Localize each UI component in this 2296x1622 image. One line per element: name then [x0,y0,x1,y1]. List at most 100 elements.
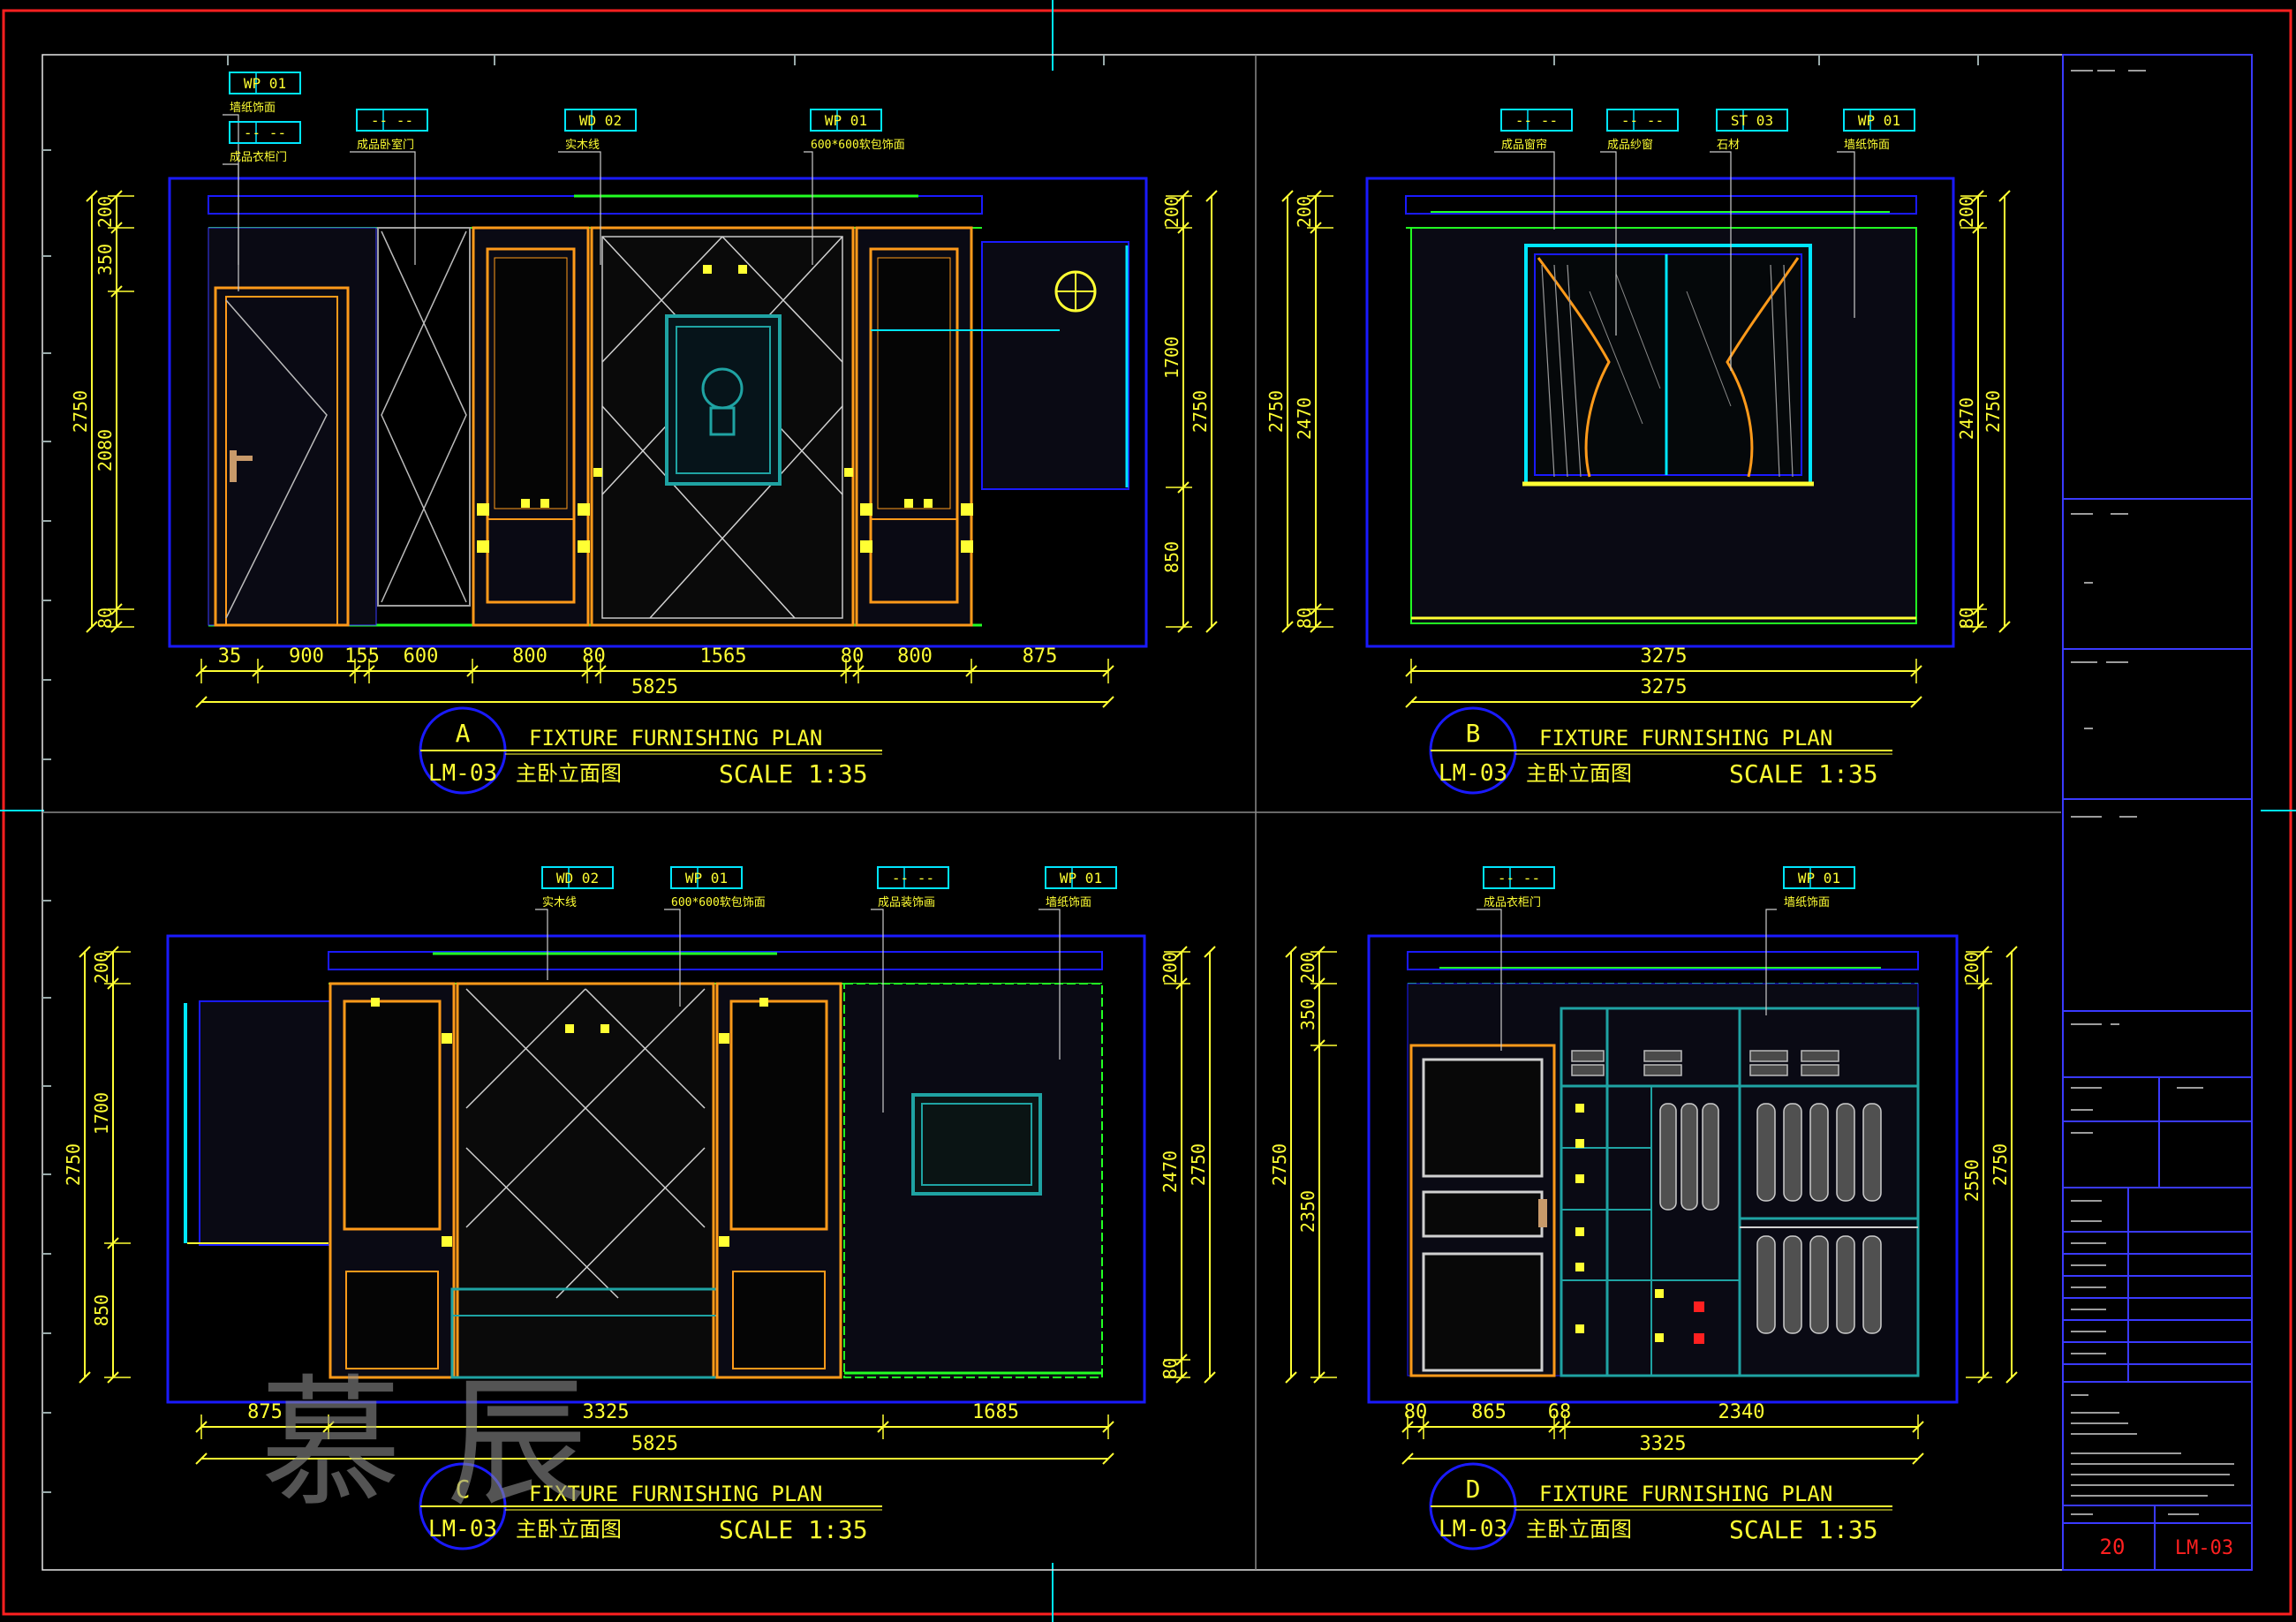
dimension-value: 800 [897,645,933,668]
tag-code: WD 02 [556,870,599,886]
title-drawing-no: LM-03 [428,760,497,787]
dimension-value: 1700 [1161,336,1182,379]
dimension-total: 2750 [1265,390,1287,433]
tag-box [810,109,882,132]
dimension-total: 5825 [631,1433,678,1455]
dimension-value: 875 [247,1401,283,1423]
tag-code: ST 03 [1731,112,1773,129]
dimension-tick [1205,621,1218,633]
tag-code: WP 01 [1858,112,1900,129]
material-tag: -- --成品窗帘 [1494,109,1573,230]
tag-note: 成品卧室门 [357,138,414,152]
dimension-value: 2470 [1294,397,1315,440]
tag-leader [1494,151,1555,230]
title-drawing-no: LM-03 [1439,760,1507,787]
material-tag: -- -- 成品卧室门 [350,109,428,265]
dimension-value: 155 [344,645,380,668]
tag-note: 墙纸饰面 [230,102,276,115]
dimension-value: 68 [1548,1401,1572,1423]
tag-leader [558,151,601,265]
title-drawing-no: LM-03 [1439,1516,1507,1543]
title-block-scribbles [2071,70,2234,1515]
tag-note: 墙纸饰面 [1844,139,1890,152]
dimension-total: 2750 [1188,1143,1209,1186]
dimension-value: 1565 [700,645,747,668]
dimension-value: 80 [1294,607,1315,629]
dimension-value: 350 [1297,999,1318,1030]
tag-leader [1600,151,1617,336]
watermark: 慕 辰 [261,1361,588,1526]
title-text: FIXTURE FURNISHING PLAN [529,726,822,751]
elevation-c-drawing [166,934,1146,1404]
tag-box [229,121,301,144]
tag-leader [1477,909,1502,1051]
tag-leader [1710,151,1732,371]
tag-box [1483,866,1555,889]
dimension-tick [86,621,98,633]
dimension-tick [1281,190,1294,202]
tag-code: -- -- [892,870,934,886]
dims-bottom-B: 3275 3275 [1405,645,1922,708]
dimension-value: 80 [582,645,606,668]
dimension-tick [2005,946,2018,958]
title-scale: SCALE 1:35 [719,1515,868,1544]
tag-note: 成品衣柜门 [1484,895,1541,909]
tag-note: 600*600软包饰面 [671,896,766,909]
dimension-tick [1102,1452,1114,1465]
dimension-value: 2080 [94,429,116,472]
material-tag: WP 01 墙纸饰面 [1837,109,1915,318]
title-text: FIXTURE FURNISHING PLAN [1539,726,1832,751]
material-tag: -- --成品装饰画 [871,866,949,1113]
tag-box [229,72,301,94]
dimension-value: 800 [512,645,548,668]
tag-leader [350,151,416,265]
dimension-value: 3275 [1641,645,1688,668]
dimension-tick [79,946,91,958]
tag-box [670,866,743,889]
tag-leader [1837,151,1855,318]
dimension-total: 5825 [631,676,678,698]
tag-box [1045,866,1117,889]
tag-leader [1765,909,1777,1015]
dimension-value: 850 [1161,541,1182,573]
dimension-tick [1912,1452,1924,1465]
title-subtitle: 主卧立面图 [516,761,622,786]
dimension-tick [86,190,98,202]
dimension-value: 200 [1159,952,1181,984]
elevation-b-drawing [1365,177,1955,648]
dimension-value: 200 [1956,196,1977,228]
tag-box [1716,109,1788,132]
dimension-value: 865 [1471,1401,1507,1423]
title-text: FIXTURE FURNISHING PLAN [529,1482,822,1506]
dimension-value: 2340 [1718,1401,1765,1423]
dimension-total: 2750 [1269,1143,1290,1186]
dimension-value: 200 [1161,196,1182,228]
dimension-value: 1685 [972,1401,1019,1423]
tag-code: -- -- [371,112,413,129]
dimension-tick [1285,1371,1297,1384]
material-tag: -- --成品纱窗 [1600,109,1679,336]
dimension-value: 875 [1023,645,1058,668]
dimension-value: 80 [1956,607,1977,629]
dimension-tick [1285,946,1297,958]
title-scale: SCALE 1:35 [1729,759,1878,788]
dimension-value: 3325 [583,1401,630,1423]
tag-leader [223,163,239,265]
dimension-total: 3275 [1641,676,1688,698]
elevation-a-drawing [168,177,1148,648]
dimension-tick [1910,696,1922,708]
dimension-tick [1102,696,1114,708]
